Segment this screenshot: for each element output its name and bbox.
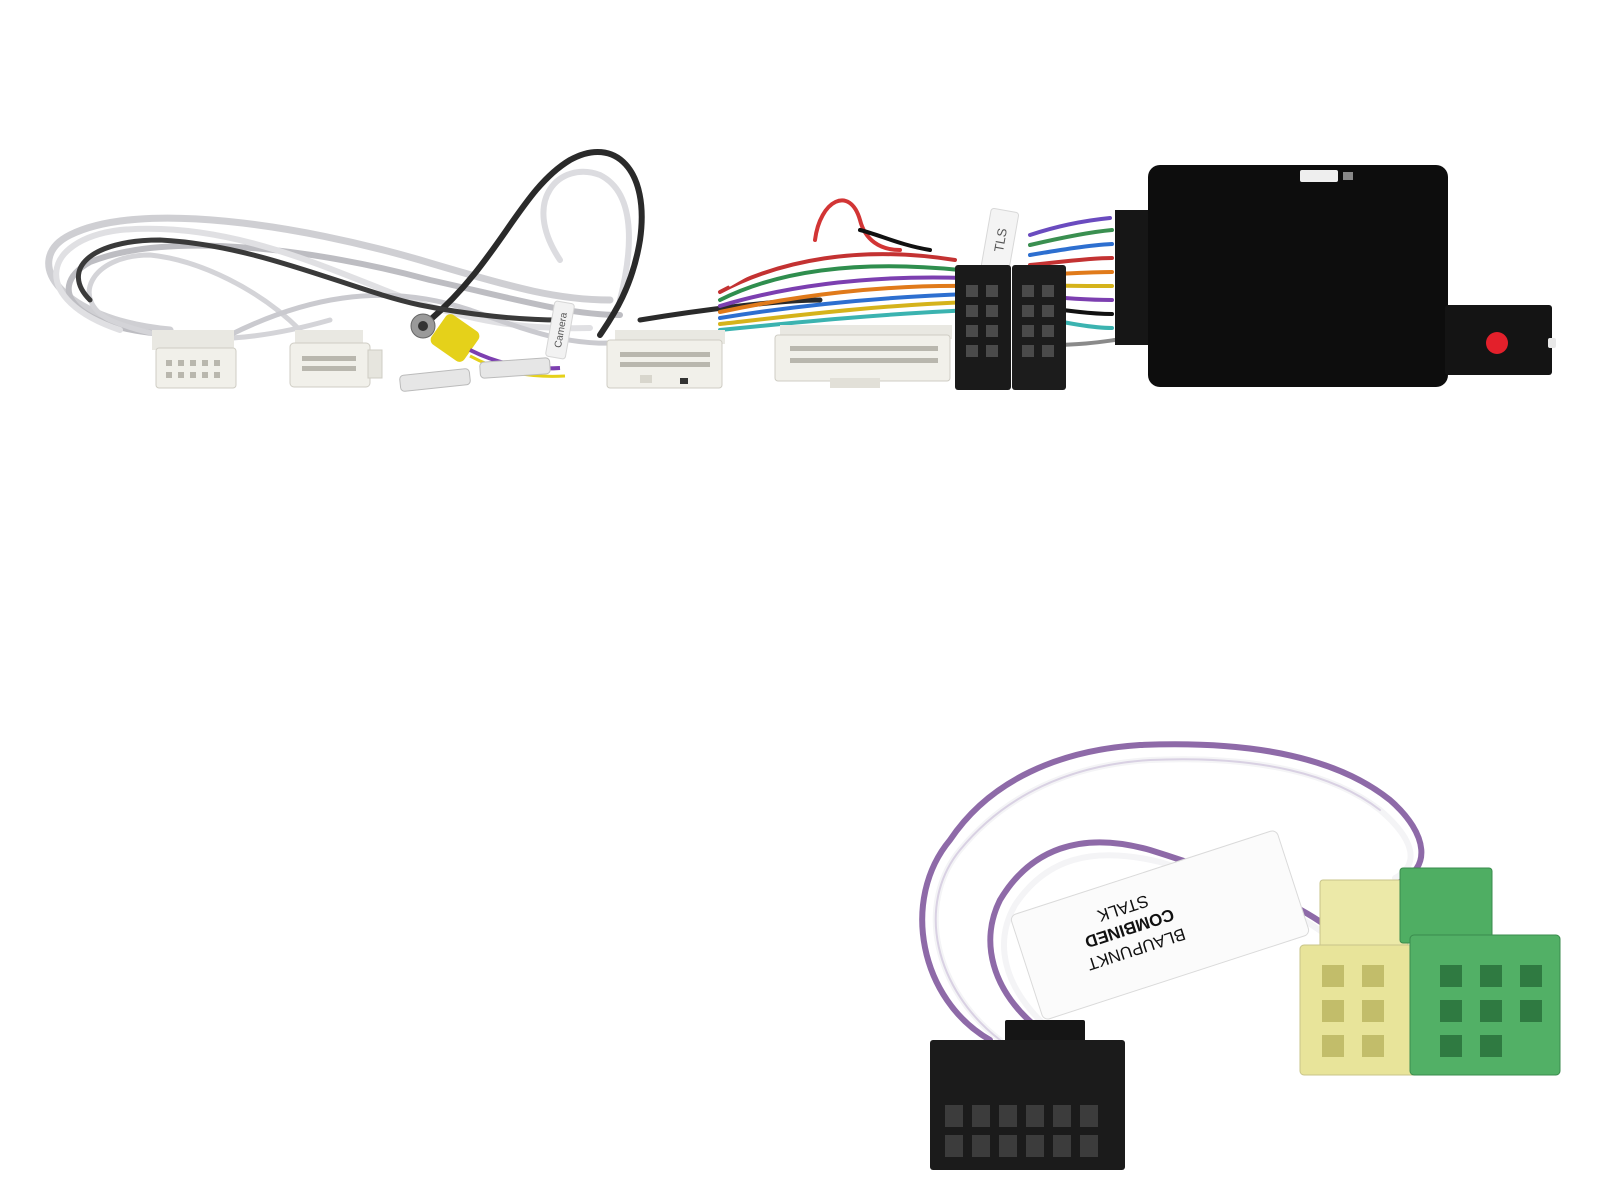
- camera-tag: Camera: [545, 300, 575, 360]
- white-connector-large: [606, 330, 725, 389]
- top-harness: TLS: [45, 148, 1556, 392]
- colored-wire-bundle: [718, 198, 1117, 347]
- white-connector-wide: [774, 325, 952, 388]
- yellow-connector: [1299, 879, 1421, 1076]
- black-iso-connector-left: [955, 265, 1011, 390]
- green-connector: [1399, 867, 1561, 1076]
- black-iso-connector-right: [1012, 265, 1066, 390]
- product-label: BLAUPUNKT COMBINED STALK: [1010, 830, 1310, 1020]
- cable-tag: TLS: [980, 208, 1020, 272]
- black-cable-loop: [76, 148, 823, 338]
- bottom-harness: BLAUPUNKT COMBINED STALK: [919, 741, 1561, 1170]
- cable-tag-text: TLS: [991, 227, 1010, 253]
- white-connector-small: [289, 330, 383, 388]
- black-12pin-connector: [930, 1020, 1125, 1170]
- grey-cable-bundle: [45, 168, 643, 346]
- button-pod: [1445, 305, 1556, 375]
- red-button-icon: [1486, 332, 1508, 354]
- spade-terminals: [399, 357, 551, 392]
- led-indicator-icon: [1548, 338, 1556, 348]
- white-connector-16pin: [152, 330, 237, 389]
- interface-module: [1115, 165, 1448, 387]
